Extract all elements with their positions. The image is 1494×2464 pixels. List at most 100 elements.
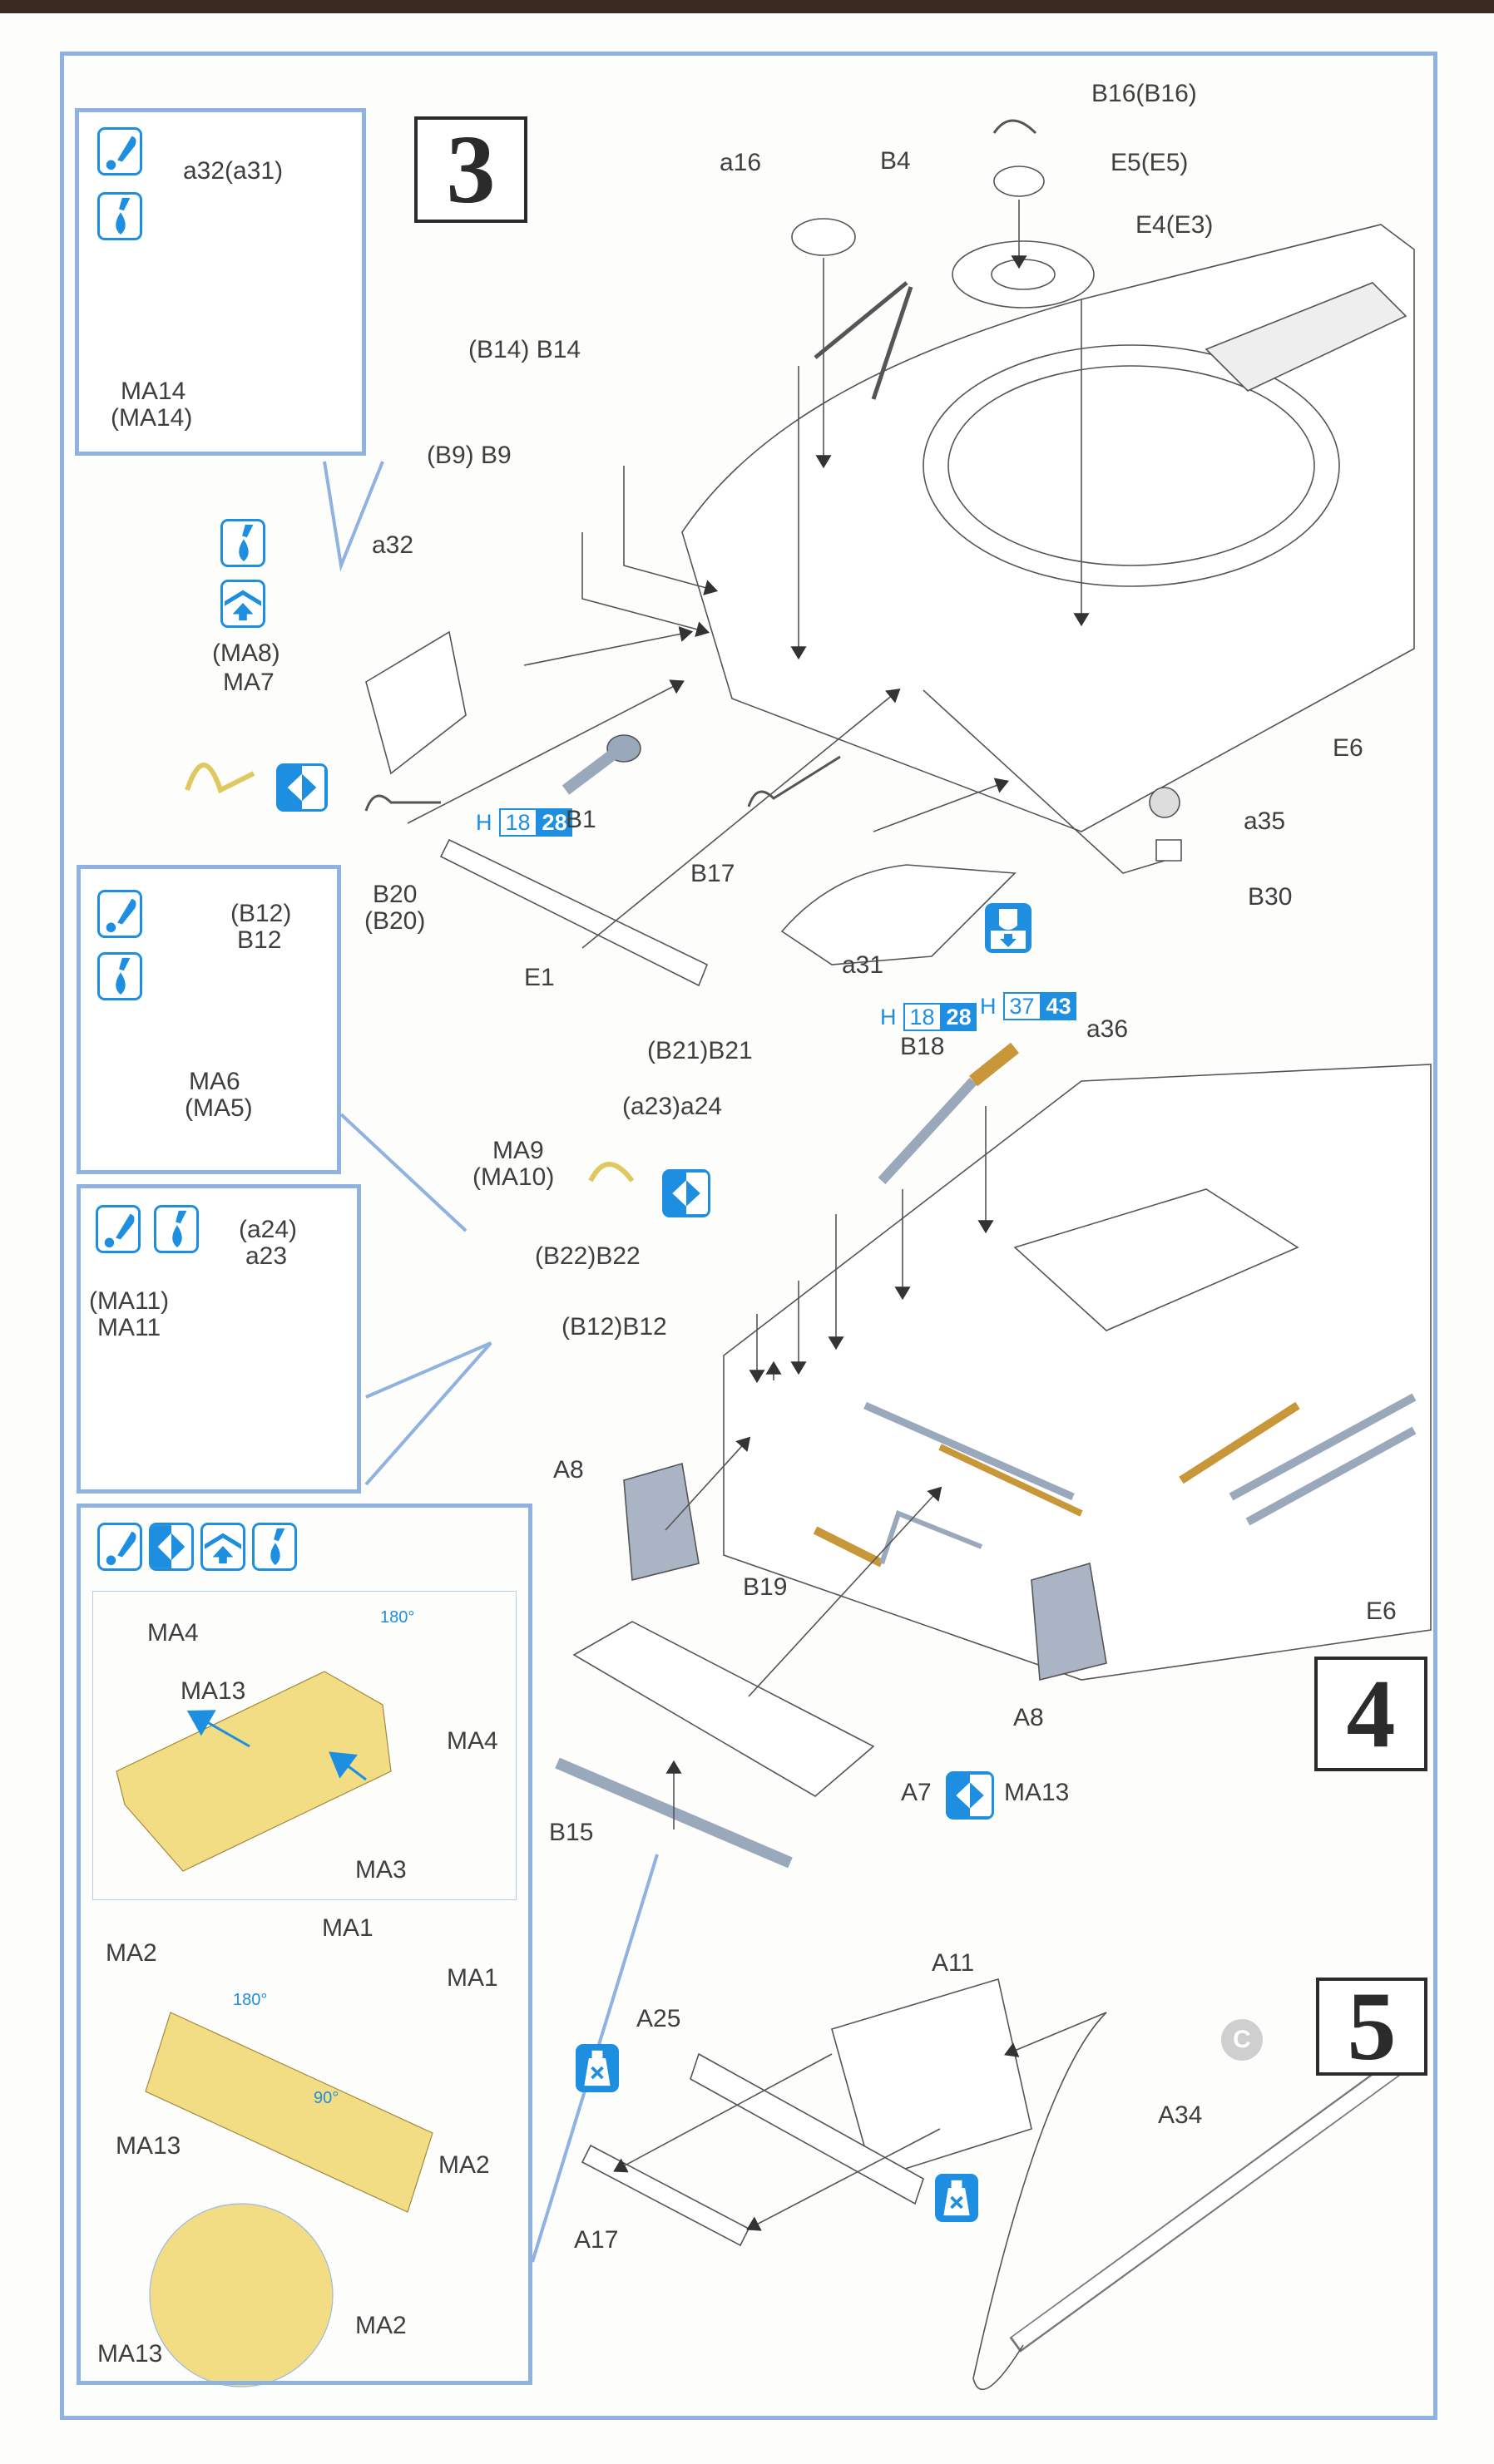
make-opposite-icon: [946, 1771, 994, 1820]
label-ma4-left: MA4: [147, 1619, 199, 1647]
part-a7: [572, 1621, 875, 1797]
label-ma8: (MA8): [212, 639, 280, 667]
callout-ma13-detail: MA4 MA13 MA4 MA3 180° MA2 MA1 MA1 MA13 M…: [77, 1504, 532, 2385]
label-ma3: MA3: [355, 1856, 407, 1884]
hull-rear-e6: [723, 1064, 1432, 1681]
paint-code-b18-tool: H 37 43: [980, 992, 1076, 1020]
label-angle-180-upper: 180°: [380, 1608, 415, 1627]
label-a7: A7: [901, 1779, 932, 1806]
paint-prefix: H: [980, 993, 997, 1019]
pe-ma7: [185, 763, 255, 794]
label-a35: a35: [1244, 807, 1286, 835]
part-e5: [993, 165, 1045, 197]
paint-code-secondary: 43: [1041, 992, 1076, 1020]
paint-prefix: H: [880, 1004, 897, 1030]
cement-drop-icon: [154, 1205, 199, 1253]
step-number-4: 4: [1314, 1657, 1427, 1771]
part-a8-right: [1031, 1562, 1107, 1681]
part-a35: [1149, 787, 1180, 818]
paint-code-primary: 18: [903, 1003, 942, 1031]
label-b30: B30: [1248, 883, 1293, 911]
paint-code-secondary: 28: [941, 1003, 977, 1031]
label-b21: (B21)B21: [647, 1037, 753, 1064]
part-a8-left: [623, 1462, 700, 1582]
make-opposite-icon: [276, 763, 328, 812]
label-ma11-alt: (MA11): [89, 1287, 170, 1315]
label-b19: B19: [743, 1573, 788, 1601]
part-a25: [690, 2052, 924, 2205]
label-b20-alt: (B20): [364, 907, 426, 935]
label-a32-a31: a32(a31): [183, 157, 284, 185]
label-angle-90: 90°: [314, 2089, 339, 2107]
cement-drop-icon: [220, 519, 265, 567]
label-b9: (B9) B9: [427, 442, 512, 469]
cement-drop-icon: [252, 1523, 297, 1571]
paint-code-b18: H 18 28: [880, 1003, 977, 1031]
label-ma13-step4: MA13: [1004, 1779, 1070, 1806]
glue-icon: [96, 1205, 141, 1253]
glue-icon: [97, 1523, 142, 1571]
label-b14: (B14) B14: [468, 336, 581, 363]
part-a11: [831, 1978, 1032, 2180]
part-b19: [813, 1526, 884, 1568]
label-ma4-right: MA4: [447, 1727, 498, 1755]
label-b20: B20: [373, 881, 418, 908]
callout-a32-detail: a32(a31) MA14 (MA14): [75, 108, 366, 456]
label-ma6: MA6: [189, 1068, 240, 1095]
part-b17: [747, 755, 841, 807]
no-cement-icon: [576, 2044, 619, 2092]
tool-bar-1: [863, 1401, 1075, 1501]
label-b22: (B22)B22: [535, 1242, 641, 1270]
bend-icon: [220, 580, 265, 628]
label-a8-right: A8: [1013, 1704, 1044, 1731]
label-a11: A11: [932, 1949, 975, 1977]
part-b4: [814, 281, 913, 400]
detail-circle: [149, 2203, 334, 2387]
label-a34: A34: [1158, 2101, 1203, 2129]
part-b18: [878, 1077, 977, 1185]
step-number-3: 3: [414, 116, 527, 223]
detail-inset-box: [92, 1591, 517, 1900]
label-ma13-lower: MA13: [116, 2132, 181, 2160]
bend-icon: [200, 1523, 245, 1571]
label-a24: (a23)a24: [622, 1093, 723, 1120]
label-a36: a36: [1086, 1015, 1129, 1043]
label-ma10: (MA10): [472, 1163, 555, 1191]
label-ma5: (MA5): [185, 1094, 253, 1122]
label-ma11: MA11: [97, 1314, 161, 1341]
label-e4: E4(E3): [1135, 211, 1214, 239]
label-b18: B18: [900, 1033, 945, 1060]
paint-code-b1: H 18 28: [476, 808, 572, 837]
pe-ma13-lower: [145, 2012, 433, 2213]
label-b17: B17: [690, 860, 735, 887]
callout-b12-detail: (B12) B12 MA6 (MA5): [77, 865, 341, 1174]
label-b4: B4: [880, 147, 911, 175]
label-ma14: MA14: [121, 378, 186, 405]
step-number-5: 5: [1316, 1978, 1427, 2076]
label-b1: B1: [566, 806, 596, 833]
label-a32: a32: [372, 531, 414, 559]
label-b12-step4: (B12)B12: [561, 1313, 667, 1341]
make-opposite-icon: [149, 1523, 194, 1571]
label-ma7: MA7: [223, 669, 275, 696]
label-ma1-top: MA1: [322, 1914, 374, 1942]
label-ma9: MA9: [492, 1137, 544, 1164]
scan-top-edge: [0, 0, 1494, 13]
label-a31: a31: [842, 951, 884, 979]
pe-ma9: [588, 1162, 635, 1183]
label-e1: E1: [524, 964, 555, 991]
label-a23: a23: [245, 1242, 288, 1270]
label-b16: B16(B16): [1091, 80, 1197, 107]
paint-code-primary: 37: [1002, 992, 1041, 1020]
label-ma14-alt: (MA14): [111, 404, 193, 432]
label-angle-180-lower: 180°: [233, 1991, 268, 2009]
label-ma1-right: MA1: [447, 1964, 498, 1992]
part-a16: [791, 218, 856, 256]
label-ma2-left: MA2: [106, 1939, 157, 1967]
turret-ring: [923, 344, 1340, 587]
label-b12: B12: [237, 926, 282, 954]
glue-icon: [97, 127, 142, 175]
tools-right: [1179, 1401, 1300, 1484]
page-frame: [60, 52, 1437, 2420]
